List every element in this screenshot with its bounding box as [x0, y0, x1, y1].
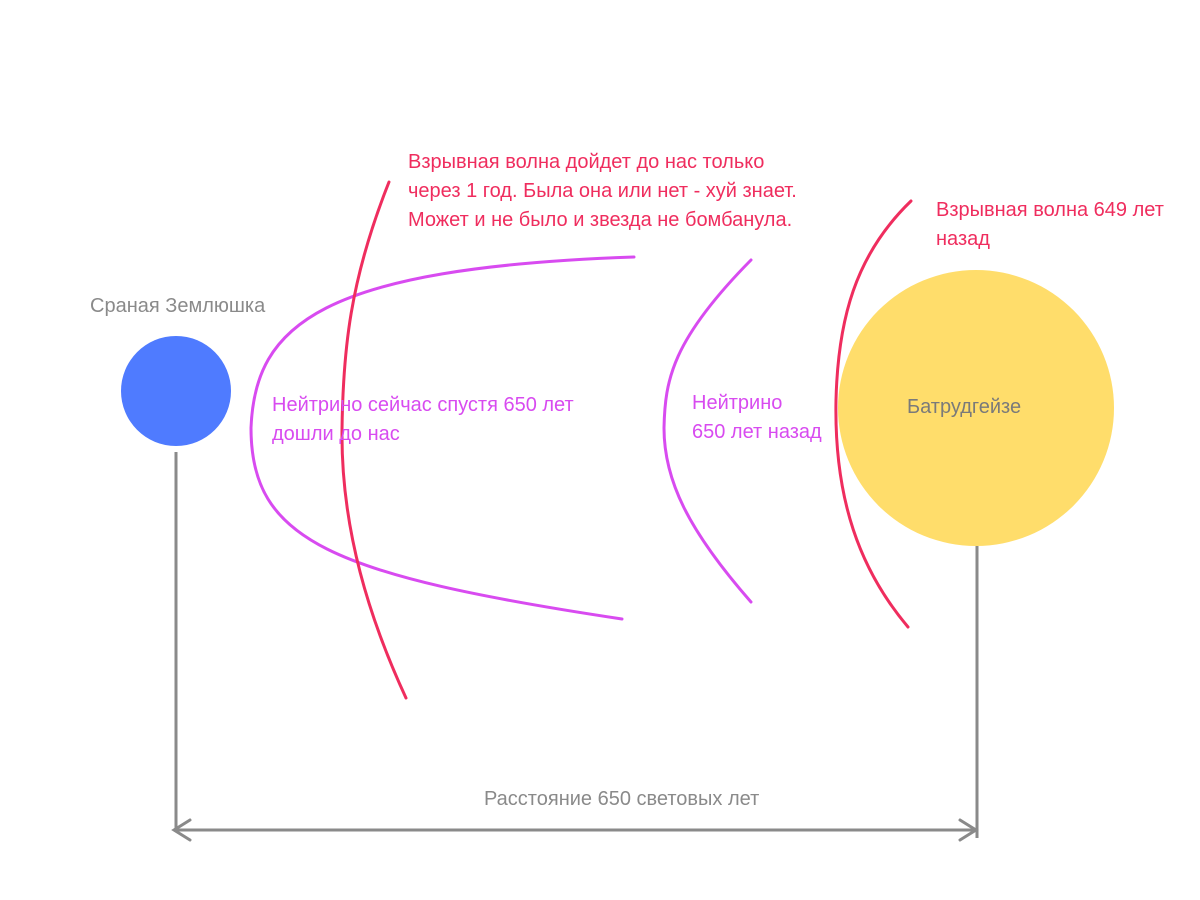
shockwave-front-past [834, 199, 913, 629]
shockwave-past-label: Взрывная волна 649 лет назад [936, 196, 1164, 254]
star-label: Батрудгейзе [907, 396, 1022, 418]
distance-label: Расстояние 650 световых лет [484, 788, 760, 810]
neutrino-past-line-2: 650 лет назад [692, 421, 822, 443]
earth-circle [121, 336, 231, 446]
neutrino-now-line-1: Нейтрино сейчас спустя 650 лет [272, 394, 574, 416]
shockwave-front-future [340, 180, 408, 700]
star-circle [838, 270, 1114, 546]
neutrino-now-line-2: дошли до нас [272, 423, 400, 445]
neutrino-past-line-1: Нейтрино [692, 392, 783, 414]
shockwave-future-line-3: Может и не было и звезда не бомбанула. [408, 209, 793, 231]
shockwave-future-line-1: Взрывная волна дойдет до нас только [408, 151, 765, 173]
neutrino-wave-past [662, 258, 753, 604]
distance-arrowhead-right [958, 818, 979, 842]
distance-arrowhead-left [171, 818, 192, 842]
shockwave-future-label: Взрывная волна дойдет до нас только чере… [408, 148, 797, 235]
neutrino-wave-current [249, 255, 636, 621]
shockwave-future-line-2: через 1 год. Была она или нет - хуй знае… [408, 180, 797, 202]
earth-label: Сраная Землюшка [90, 295, 266, 317]
shockwave-past-line-2: назад [936, 228, 990, 250]
neutrino-past-label: Нейтрино 650 лет назад [692, 389, 822, 447]
neutrino-now-label: Нейтрино сейчас спустя 650 лет дошли до … [272, 391, 574, 449]
shockwave-past-line-1: Взрывная волна 649 лет [936, 199, 1164, 221]
